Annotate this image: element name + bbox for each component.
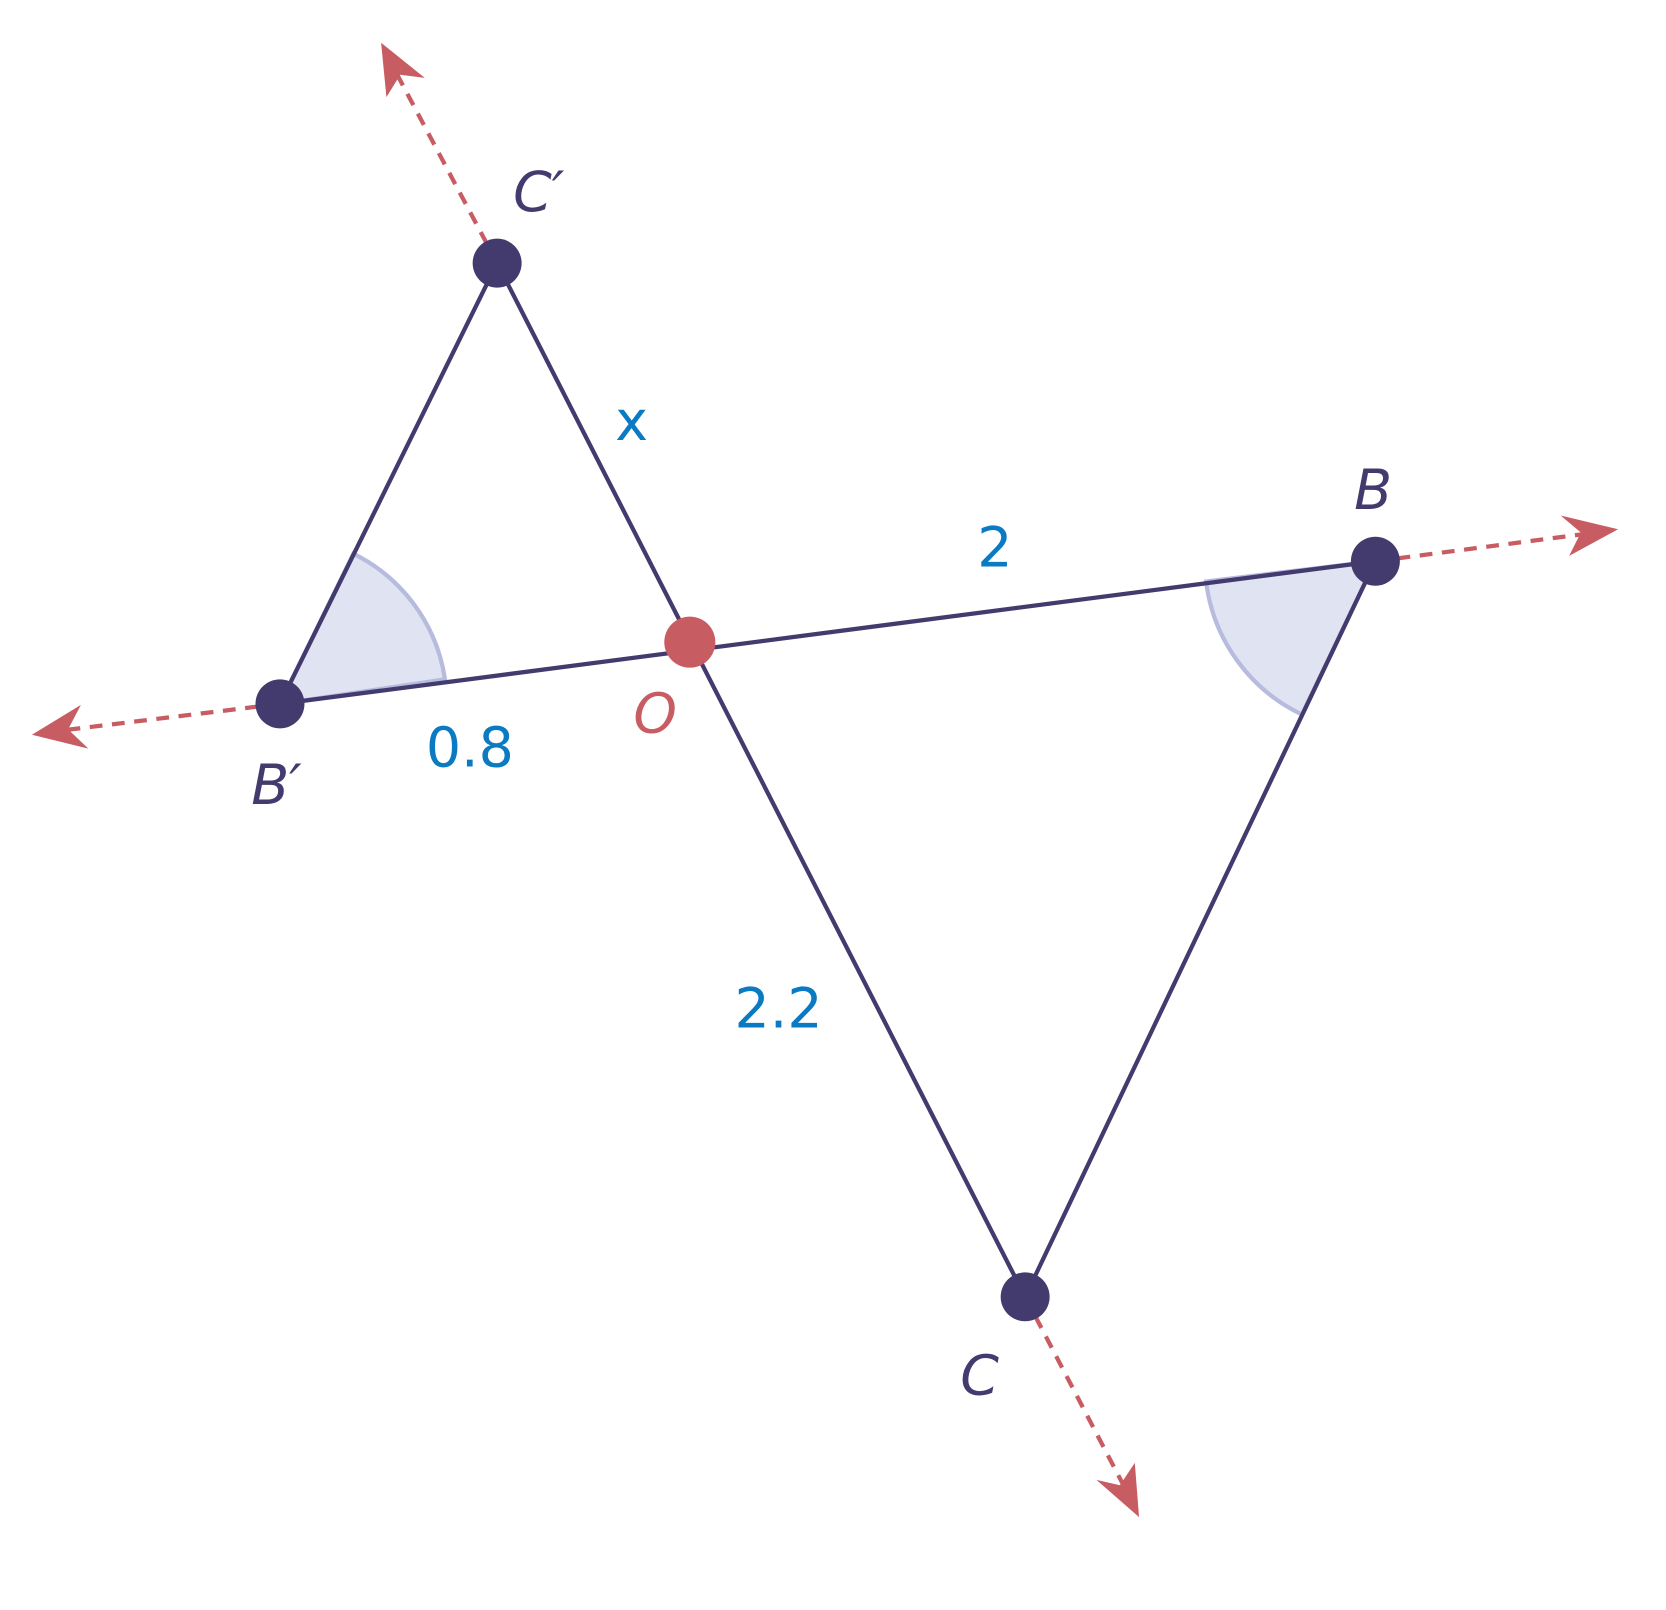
point-b	[1350, 536, 1400, 586]
length-label-ob-prime: 0.8	[426, 717, 514, 781]
center-of-dilation-o	[664, 616, 716, 668]
length-label-oc: 2.2	[735, 977, 823, 1041]
angle-marker-b	[1203, 558, 1379, 718]
arrowhead-c-prime	[381, 42, 425, 98]
ray-toward-b-prime	[61, 701, 281, 733]
arrowhead-b-prime	[31, 704, 89, 749]
arrowhead-c	[1096, 1462, 1140, 1518]
ray-toward-c	[1023, 1295, 1129, 1492]
point-c	[1000, 1272, 1050, 1322]
label-b-prime: B′	[251, 754, 302, 818]
angle-marker-b-prime	[276, 550, 448, 707]
triangles	[278, 262, 1378, 1298]
label-b: B	[1354, 459, 1392, 523]
label-c: C	[960, 1345, 999, 1409]
label-o: O	[633, 683, 677, 747]
segment-b-prime-b	[279, 559, 1376, 706]
ray-toward-c-prime	[391, 67, 500, 265]
segment-c-prime-b-prime	[278, 262, 500, 705]
segment-c-prime-c	[495, 262, 1028, 1298]
arrowhead-b	[1560, 515, 1619, 556]
point-c-prime	[472, 238, 522, 288]
ray-toward-b	[1375, 531, 1589, 564]
length-label-ob: 2	[977, 517, 1012, 581]
point-b-prime	[255, 679, 305, 729]
segment-b-c	[1023, 560, 1378, 1298]
label-c-prime: C′	[513, 161, 565, 225]
length-label-oc-prime: x	[615, 390, 648, 454]
rays	[31, 42, 1619, 1518]
